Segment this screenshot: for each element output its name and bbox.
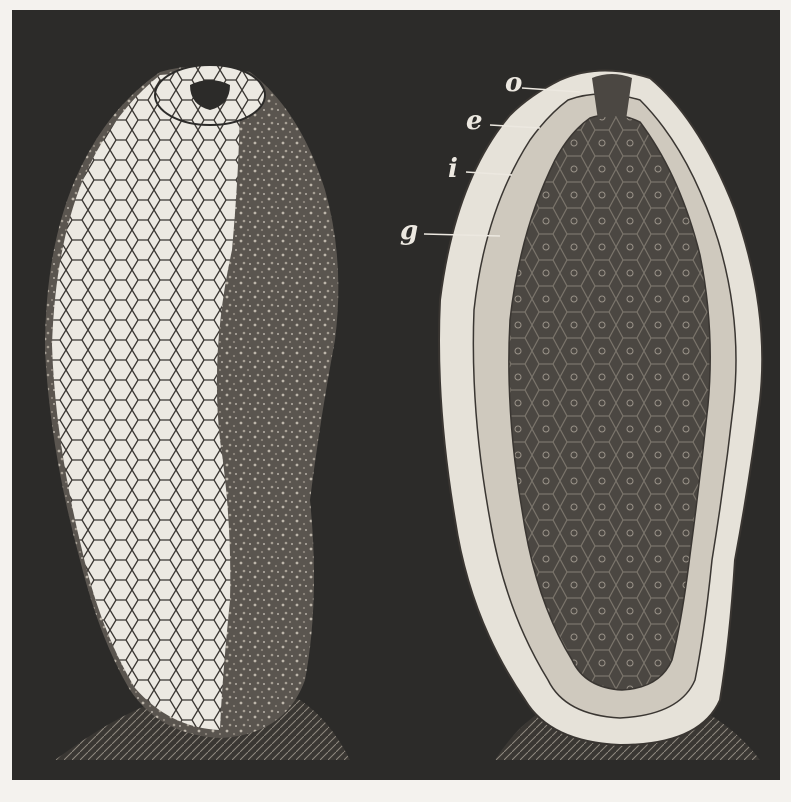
label-g: g bbox=[400, 218, 418, 244]
label-o: o bbox=[505, 70, 522, 96]
label-i: i bbox=[448, 156, 458, 182]
label-e: e bbox=[466, 108, 483, 134]
